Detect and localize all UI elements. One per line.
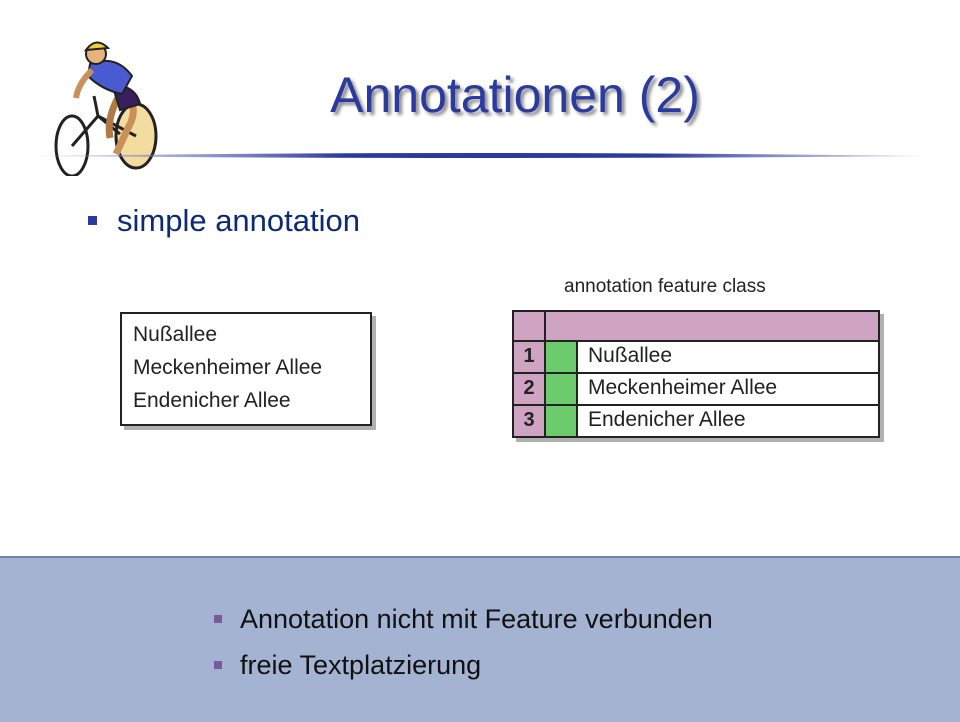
bottom-bullet: freie Textplatzierung [214,650,481,681]
bottom-bullet-text: Annotation nicht mit Feature verbunden [240,604,713,634]
feature-class-table: 1 Nußallee 2 Meckenheimer Allee 3 Endeni… [512,310,880,438]
slide-title: Annotationen (2) [330,67,700,123]
header-id-cell [512,310,546,342]
main-bullet: simple annotation [88,203,360,239]
annotation-line: Endenicher Allee [133,389,291,412]
row-text: Meckenheimer Allee [588,376,778,399]
bullet-square-icon [88,216,97,225]
row-text: Nußallee [588,344,673,367]
green-cell [544,404,578,438]
simple-annotation-box: Nußallee Meckenheimer Allee Endenicher A… [120,312,372,426]
green-cell [544,372,578,406]
feature-class-label: annotation feature class [564,276,766,297]
bullet-square-icon [214,661,222,669]
row-text-cell [576,340,880,374]
annotation-line: Nußallee [133,323,218,346]
row-id: 1 [523,345,535,367]
green-cell [544,340,578,374]
row-id: 3 [523,409,535,431]
title-underline [30,153,928,158]
bottom-panel: Annotation nicht mit Feature verbunden f… [0,556,960,722]
bullet-square-icon [214,615,222,623]
annotation-line: Meckenheimer Allee [133,356,323,379]
header-cell [544,310,880,342]
row-text: Endenicher Allee [588,408,746,431]
main-bullet-text: simple annotation [117,203,360,238]
bottom-bullet: Annotation nicht mit Feature verbunden [214,604,713,635]
bottom-bullet-text: freie Textplatzierung [240,650,482,680]
row-id: 2 [523,377,535,399]
row-text-cell [576,404,880,438]
cyclist-clipart [54,41,158,176]
